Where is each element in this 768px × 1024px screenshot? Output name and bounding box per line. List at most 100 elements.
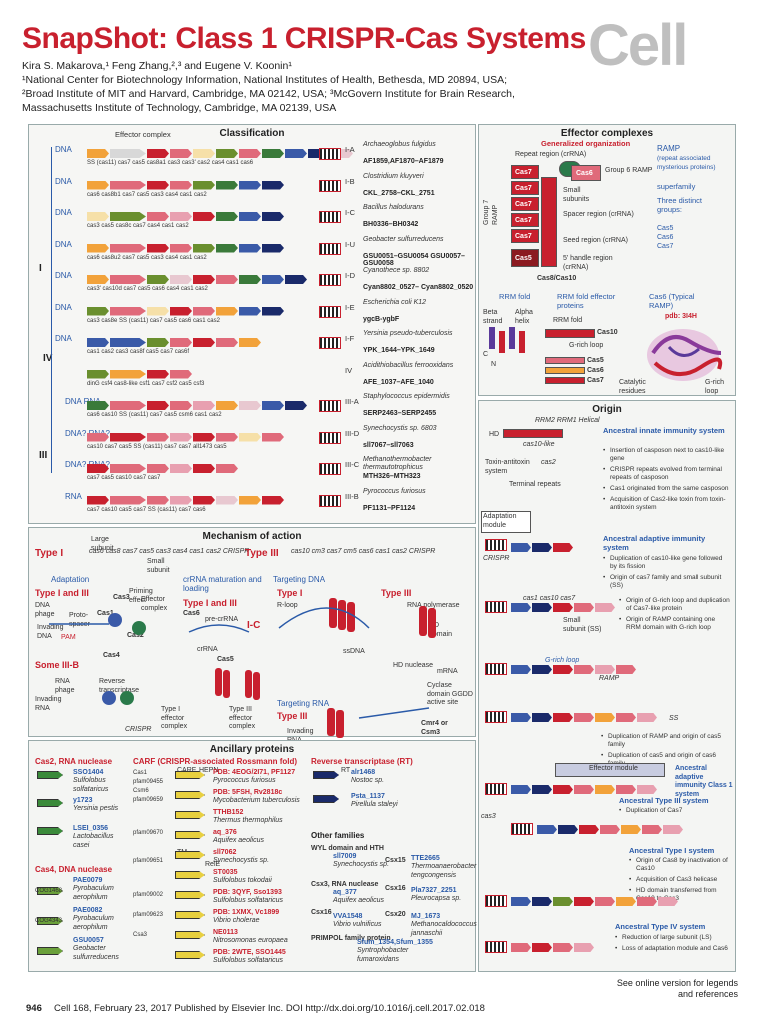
gene-arrow: [87, 180, 109, 190]
bullet-text: Duplication of cas10-like gene followed …: [610, 555, 723, 570]
other-item-id: Sfum_1354,Sfum_1355: [357, 939, 433, 946]
crispr-array: [319, 242, 341, 255]
gene-arrow: [511, 543, 531, 552]
gene-arrow: [216, 212, 238, 221]
row-dna-label: DNA: [55, 271, 72, 280]
gene-arrow: [574, 603, 594, 612]
crispr-mech: CRISPR: [125, 726, 152, 733]
subtype-label: I-B: [345, 176, 355, 186]
gene-arrow: [285, 275, 307, 284]
row-dna-label: DNA: [55, 239, 72, 249]
gene-arrow: [262, 212, 284, 221]
rt-label: RT: [341, 767, 351, 774]
rt-heading: Reverse transcriptase (RT): [311, 757, 413, 766]
bullet-dot: •: [629, 876, 632, 883]
bullet-dot: •: [601, 752, 604, 759]
r-loop: R-loop: [277, 602, 298, 609]
cas5-block: Cas5: [511, 249, 539, 267]
cas6-bar: [545, 367, 585, 374]
gene-arrow: [193, 495, 215, 505]
cas4-heading: Cas4, DNA nuclease: [35, 865, 113, 874]
pre-crrna-1: pre-crRNA: [205, 616, 239, 623]
other-item-id: VVA1548: [333, 913, 363, 920]
gene-arrow: [574, 665, 594, 674]
gene-labels: cas1 cas2 cas3 cas8f cas5 cas7 cas6f: [87, 349, 190, 355]
bullet-text: Insertion of casposon next to cas10-like…: [610, 447, 725, 462]
other-item-org: Thermoanaerobacter tengcongensis: [411, 863, 477, 879]
csx-label: Csx16: [311, 909, 332, 916]
gene-arrow: [239, 275, 261, 284]
bullet-item: •CRISPR repeats evolved from terminal re…: [603, 466, 731, 482]
carf-item-id: PDB: 1XMX, Vc1899: [213, 909, 280, 916]
cas2-item-org: Lactobacillus casei: [73, 833, 114, 849]
typeiii-bullets: •Duplication of Cas7: [619, 807, 731, 818]
cas2-item-id: y1723: [73, 797, 93, 804]
adaptation-module-label: Adaptation module: [483, 513, 517, 529]
gene-labels: cas3 cas5 cas8c cas7 cas4 cas1 cas2: [87, 223, 189, 229]
carf-item-id: PDB: 3QYF, Sso1393: [213, 889, 282, 896]
c-terminus: C: [483, 351, 489, 358]
carf-label: CARF: [177, 767, 197, 774]
cas6-mech: Cas6: [183, 610, 200, 617]
bullet-dot: •: [615, 934, 618, 941]
superfamily-label: superfamily: [657, 182, 696, 191]
rt-gene-icon: [313, 795, 339, 803]
csx-label: Csx15: [385, 857, 406, 864]
gene-arrow: [532, 897, 552, 906]
gene-track: [87, 338, 262, 347]
mech-gene-row-i: cas6 cas8 cas7 cas5 cas3 cas4 cas1 cas2 …: [89, 548, 250, 555]
carf-gene-icon: [175, 811, 205, 819]
gene-arrow: [532, 713, 552, 722]
gene-arrow: [170, 306, 192, 316]
gene-arrow: [574, 785, 594, 794]
gene-arrow: [579, 825, 599, 834]
rrm-effector-label: RRM fold effector proteins: [557, 292, 616, 310]
group-cas5: Cas5: [657, 225, 674, 232]
bullet-item: •Origin of cas7 family and small subunit…: [603, 574, 731, 590]
bullet-item: •Origin of G-rich loop and duplication o…: [619, 597, 731, 613]
gene-arrow: [239, 180, 261, 190]
gene-track: [87, 401, 308, 410]
pfam-label: COG4343: [35, 918, 63, 924]
cas2-item-org: Yersinia pestis: [73, 805, 119, 812]
gene-track: [87, 369, 193, 379]
origin-panel: Origin RRM2 RRM1 Helical HD cas10-like A…: [478, 400, 736, 972]
gene-labels: cas6 cas8u2 cas7 cas5 cas3 cas4 cas1 cas…: [87, 254, 207, 261]
origin-gene-track: [511, 665, 637, 674]
gene-arrow: [87, 306, 109, 316]
gene-arrow: [170, 338, 192, 347]
gene-arrow: [595, 665, 615, 674]
gene-arrow: [170, 243, 192, 253]
gene-arrow: [616, 665, 636, 674]
gene-arrow: [663, 825, 683, 834]
crispr-array-5: [485, 783, 507, 795]
typeiv-bullets: •Reduction of large subunit (LS)•Loss of…: [615, 934, 733, 956]
gene-arrow: [239, 338, 261, 347]
subtype-label: III-D: [345, 428, 360, 438]
cas3-label: cas3: [481, 813, 496, 820]
carf-item-id: PDB: 5FSH, Rv2818c: [213, 789, 283, 796]
dna-phage: DNA phage: [35, 602, 55, 618]
mech-gene-row-iii: cas10 cm3 cas7 cm5 cas6 cas1 cas2 CRISPR: [291, 548, 436, 555]
gene-arrow: [87, 495, 109, 505]
crispr-array-2: [485, 601, 507, 613]
cas6-typical-label: Cas6 (Typical RAMP): [649, 292, 695, 310]
priming-effect: Priming effect: [129, 588, 153, 604]
type-iv-heading: Ancestral Type IV system: [615, 922, 706, 931]
effector-complex-label: Effector complex: [115, 130, 171, 139]
cas4-item-id: GSU0057: [73, 937, 104, 944]
gene-arrow: [110, 432, 146, 442]
locus-ids: Cyan8802_0527– Cyan8802_0520: [363, 284, 474, 291]
row-dna-label: DNA: [55, 208, 72, 217]
bullet-item: •Duplication of cas10-like gene followed…: [603, 555, 731, 571]
subtype-label: III-B: [345, 491, 359, 501]
rt-item-org: Nostoc sp.: [351, 777, 385, 784]
gene-track: [87, 180, 285, 190]
crispr-array-1: [485, 539, 507, 551]
carf-gene-icon: [175, 931, 205, 939]
gene-arrow: [87, 401, 109, 410]
mech-large-subunit: Large subunit: [91, 536, 114, 552]
gene-arrow: [262, 180, 284, 190]
ramp-row: RAMP: [599, 675, 620, 682]
cas2-item-id: SSO1404: [73, 769, 104, 776]
